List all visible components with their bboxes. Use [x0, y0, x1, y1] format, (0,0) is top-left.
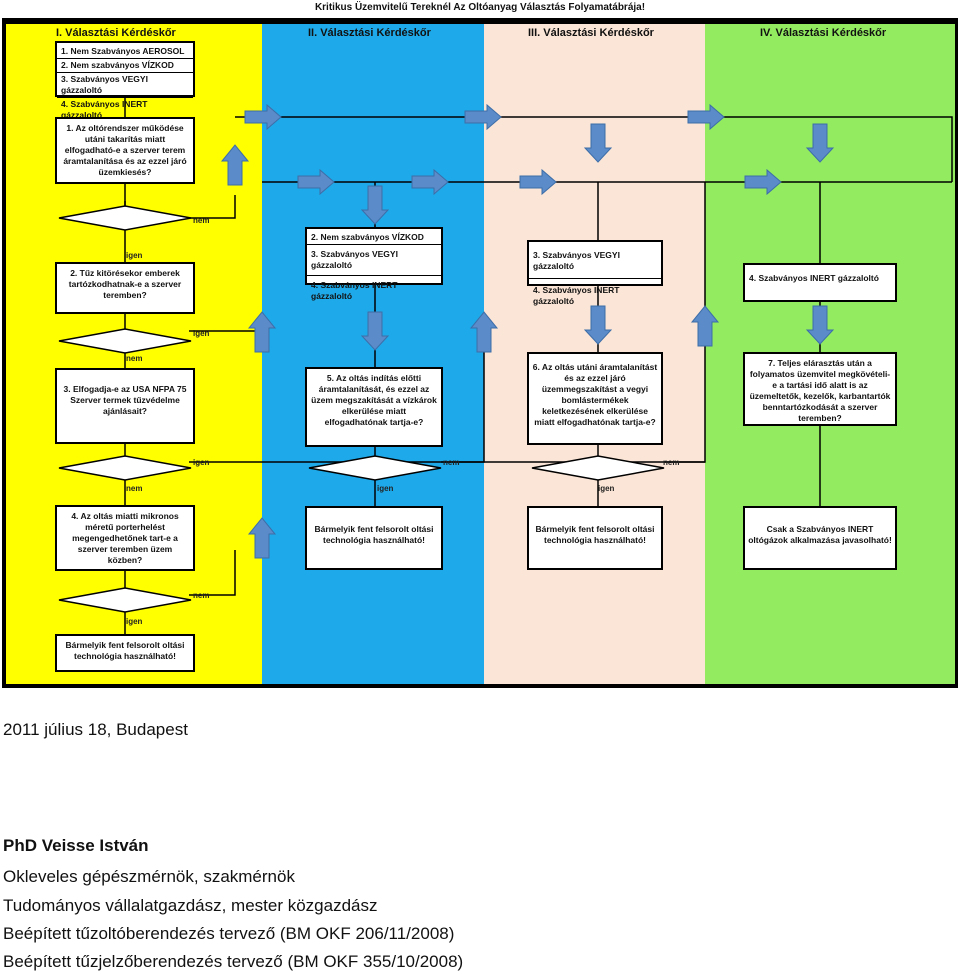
flow-arrow: [687, 103, 725, 131]
option-item: 3. Szabványos VEGYI gázzaloltó: [307, 245, 441, 276]
column-1-heading: I. Választási Kérdéskőr: [56, 27, 176, 39]
question-2-box: 2. Tűz kitörésekor emberek tartózkodhatn…: [55, 262, 195, 314]
flow-arrow: [411, 168, 449, 196]
author-name: PhD Veisse István: [3, 836, 149, 855]
option-item: 4. Szabványos INERT gázzaloltó: [749, 273, 879, 283]
flow-arrow: [519, 168, 557, 196]
options-list-1: 1. Nem Szabványos AEROSOL 2. Nem szabván…: [55, 41, 195, 120]
label-yes: igen: [126, 617, 143, 626]
result-4-box: Csak a Szabványos INERT oltógázok alkalm…: [743, 506, 897, 570]
flow-arrow: [360, 311, 390, 351]
flow-arrow: [744, 168, 782, 196]
options-list-3: 3. Szabványos VEGYI gázzaloltó 4. Szabvá…: [527, 240, 663, 306]
option-item: 2. Nem szabványos VÍZKOD: [57, 59, 193, 73]
option-item: 4. Szabványos INERT gázzaloltó: [533, 285, 620, 306]
flow-arrow: [464, 103, 502, 131]
decision-diamond: [58, 328, 192, 354]
question-7-box: 7. Teljes elárasztás után a folyamatos ü…: [743, 352, 897, 426]
flow-arrow: [247, 311, 277, 353]
label-yes: igen: [598, 484, 615, 493]
question-6-box: 6. Az oltás utáni áramtalanítást és az e…: [527, 352, 663, 445]
decision-diamond: [58, 455, 192, 481]
flow-arrow: [244, 103, 282, 131]
date-place: 2011 július 18, Budapest: [3, 720, 188, 739]
result-2-box: Bármelyik fent felsorolt oltási technoló…: [305, 506, 443, 570]
flowchart: Kritikus Üzemvitelű Tereknél Az Oltóanya…: [2, 2, 958, 688]
question-4-box: 4. Az oltás miatti mikronos méretű porte…: [55, 505, 195, 571]
flow-arrow: [220, 144, 250, 186]
question-1-box: 1. Az oltórendszer működése utáni takarí…: [55, 117, 195, 184]
column-4-heading: IV. Választási Kérdéskőr: [760, 27, 887, 39]
label-no: nem: [193, 591, 210, 600]
question-5-box: 5. Az oltás indítás előtti áramtalanítás…: [305, 367, 443, 447]
option-item: 3. Szabványos VEGYI gázzaloltó: [529, 244, 661, 279]
label-no: nem: [126, 484, 143, 493]
flow-arrow: [583, 123, 613, 163]
label-no: nem: [193, 216, 210, 225]
column-2-heading: II. Választási Kérdéskőr: [308, 27, 431, 39]
author-title: Beépített tűzjelzőberendezés tervező (BM…: [3, 952, 464, 971]
decision-diamond: [308, 455, 442, 481]
result-1-box: Bármelyik fent felsorolt oltási technoló…: [55, 634, 195, 672]
author-title: Tudományos vállalatgazdász, mester közga…: [3, 896, 378, 915]
flow-arrow: [583, 305, 613, 345]
flow-arrow: [805, 123, 835, 163]
label-no: nem: [443, 458, 460, 467]
label-yes: igen: [193, 329, 210, 338]
author-title: Beépített tűzoltóberendezés tervező (BM …: [3, 924, 455, 943]
diagram-title: Kritikus Üzemvitelű Tereknél Az Oltóanya…: [314, 2, 646, 13]
author-title: Okleveles gépészmérnök, szakmérnök: [3, 867, 295, 886]
flow-arrow: [805, 305, 835, 345]
option-item: 3. Szabványos VEGYI gázzaloltó: [57, 73, 193, 98]
label-no: nem: [663, 458, 680, 467]
label-yes: igen: [193, 458, 210, 467]
flow-arrow: [297, 168, 335, 196]
label-no: nem: [126, 354, 143, 363]
options-list-4: 4. Szabványos INERT gázzaloltó: [743, 263, 897, 302]
flow-arrow: [469, 311, 499, 353]
column-3-heading: III. Választási Kérdéskőr: [528, 27, 654, 39]
result-3-box: Bármelyik fent felsorolt oltási technoló…: [527, 506, 663, 570]
flow-arrow: [360, 185, 390, 225]
option-item: 4. Szabványos INERT gázzaloltó: [311, 280, 398, 301]
flow-arrow: [247, 517, 277, 559]
label-yes: igen: [126, 251, 143, 260]
label-yes: igen: [377, 484, 394, 493]
decision-diamond: [531, 455, 665, 481]
column-2-band: [262, 24, 484, 684]
option-item: 2. Nem szabványos VÍZKOD: [307, 231, 441, 245]
decision-diamond: [58, 205, 192, 231]
question-3-box: 3. Elfogadja-e az USA NFPA 75 Szerver te…: [55, 368, 195, 444]
option-item: 1. Nem Szabványos AEROSOL: [57, 45, 193, 59]
options-list-2: 2. Nem szabványos VÍZKOD 3. Szabványos V…: [305, 227, 443, 301]
option-item: 4. Szabványos INERT gázzaloltó: [61, 99, 148, 120]
decision-diamond: [58, 587, 192, 613]
flow-arrow: [690, 305, 720, 347]
